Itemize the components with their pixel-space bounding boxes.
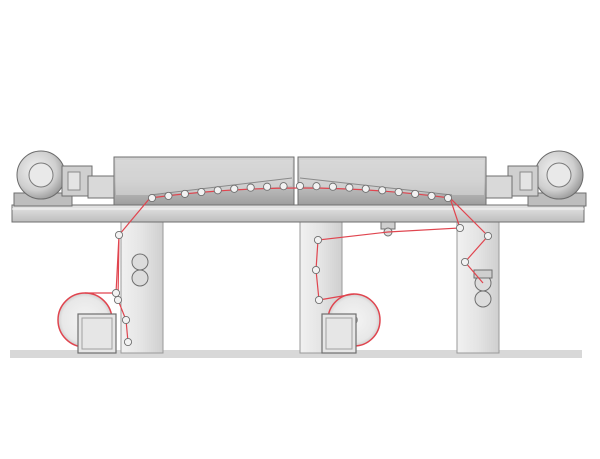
guide-roller-icon: [121, 315, 131, 325]
guide-roller-icon: [312, 182, 321, 191]
guide-roller-icon: [361, 184, 370, 193]
left-unwind-reel: [57, 292, 117, 354]
right-support-pillar: [456, 220, 500, 354]
guide-roller-icon: [263, 182, 272, 191]
guide-roller-icon: [427, 191, 436, 200]
guide-roller-icon: [455, 223, 465, 233]
guide-roller-icon: [123, 337, 133, 347]
guide-roller-icon: [180, 189, 189, 198]
main-beam: [11, 204, 585, 223]
guide-roller-icon: [147, 193, 157, 203]
guide-roller-icon: [279, 182, 288, 191]
guide-roller-icon: [114, 230, 124, 240]
guide-roller-icon: [311, 265, 321, 275]
guide-roller-icon: [443, 193, 453, 203]
guide-roller-icon: [394, 187, 403, 197]
guide-roller-icon: [164, 191, 173, 200]
guide-roller-icon: [460, 257, 470, 267]
guide-roller-icon: [230, 184, 239, 193]
guide-roller-icon: [111, 288, 121, 298]
guide-roller-icon: [314, 295, 324, 305]
guide-roller-icon: [113, 295, 123, 305]
guide-roller-icon: [197, 187, 206, 197]
floor-strip: [10, 350, 582, 358]
guide-roller-icon: [213, 186, 222, 195]
middle-rewind-reel: [321, 293, 381, 354]
guide-roller-icon: [295, 181, 305, 191]
right-blower-unit: [485, 150, 587, 207]
guide-roller-icon: [345, 183, 354, 192]
guide-roller-icon: [483, 231, 493, 241]
guide-roller-icon: [313, 235, 323, 245]
left-support-pillar: [120, 220, 164, 354]
guide-roller-icon: [378, 186, 387, 195]
inline-sensor: [380, 221, 396, 237]
guide-roller-icon: [246, 183, 255, 192]
left-blower-unit: [13, 150, 115, 207]
guide-roller-icon: [411, 189, 420, 198]
guide-roller-layer: [111, 181, 493, 347]
guide-roller-icon: [328, 182, 337, 191]
left-nip-rolls: [131, 253, 149, 287]
